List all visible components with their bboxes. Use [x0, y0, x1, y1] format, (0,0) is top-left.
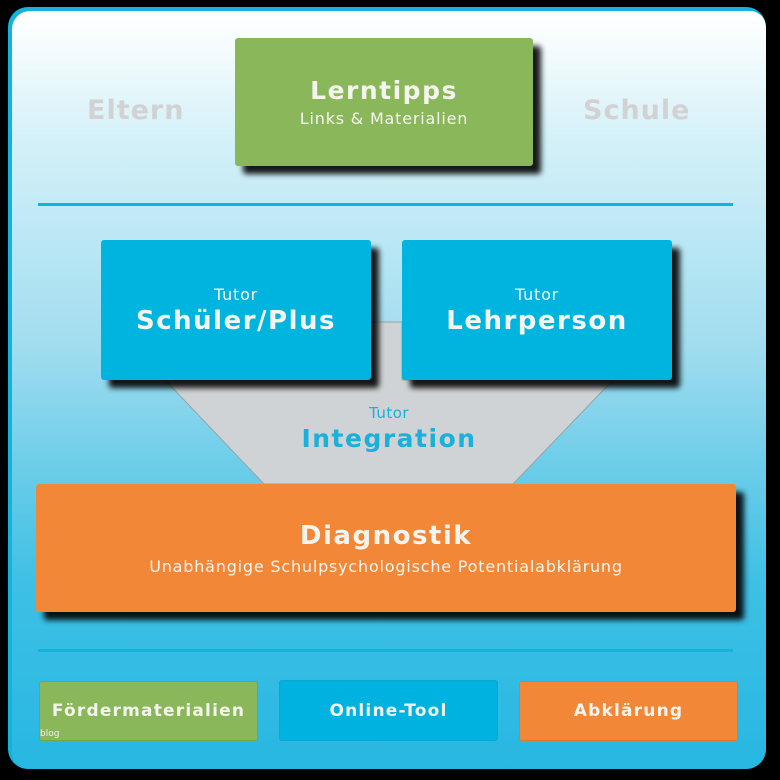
diagnostik-subtitle: Unabhängige Schulpsychologische Potentia… [149, 556, 623, 576]
background-label-eltern: Eltern [87, 95, 185, 126]
tutor-schueler-title: Schüler/Plus [136, 305, 336, 336]
tutor-lehrperson-prefix: Tutor [514, 284, 560, 304]
integration-title: Integration [301, 424, 477, 453]
tutor-schueler-plus-box[interactable]: Tutor Schüler/Plus [101, 240, 371, 380]
tutor-lehrperson-title: Lehrperson [446, 305, 628, 336]
abklaerung-label: Abklärung [573, 701, 684, 721]
divider-top [38, 203, 733, 206]
tutor-lehrperson-box[interactable]: Tutor Lehrperson [402, 240, 672, 380]
online-tool-button[interactable]: Online-Tool [279, 680, 498, 741]
background-label-schule: Schule [583, 95, 691, 126]
lerntipps-box[interactable]: Lerntipps Links & Materialien [235, 38, 533, 166]
abklaerung-button[interactable]: Abklärung [519, 681, 738, 741]
integration-prefix: Tutor [368, 404, 410, 422]
lerntipps-subtitle: Links & Materialien [299, 109, 469, 128]
diagnostik-title: Diagnostik [299, 520, 473, 551]
watermark-blog: blog [40, 729, 60, 739]
online-tool-label: Online-Tool [329, 700, 448, 721]
lerntipps-title: Lerntipps [310, 76, 458, 105]
foerdermaterialien-button[interactable]: Fördermaterialien [39, 681, 258, 741]
divider-bottom [38, 649, 733, 652]
tutor-schueler-prefix: Tutor [213, 284, 259, 304]
foerdermaterialien-label: Fördermaterialien [51, 701, 246, 721]
diagnostik-box[interactable]: Diagnostik Unabhängige Schulpsychologisc… [36, 484, 736, 612]
integration-label[interactable]: Tutor Integration [264, 404, 514, 453]
